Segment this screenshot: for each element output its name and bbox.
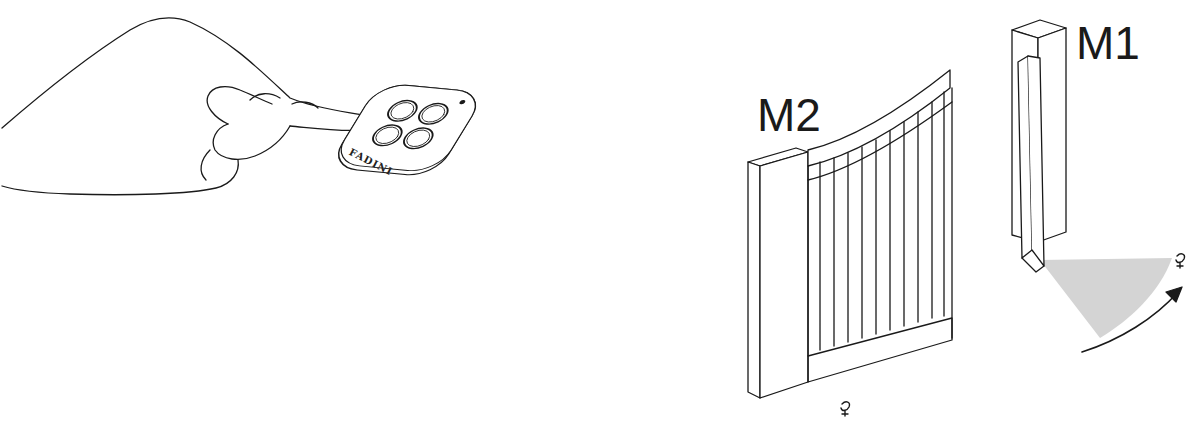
gate-m2 (748, 70, 952, 398)
remote-control (328, 83, 486, 178)
small-symbol (841, 254, 1184, 416)
motor-label: M1 (1076, 20, 1140, 66)
gate-m1 (1012, 20, 1182, 352)
hand-drawing (2, 18, 371, 195)
motor-label: M2 (757, 92, 821, 138)
